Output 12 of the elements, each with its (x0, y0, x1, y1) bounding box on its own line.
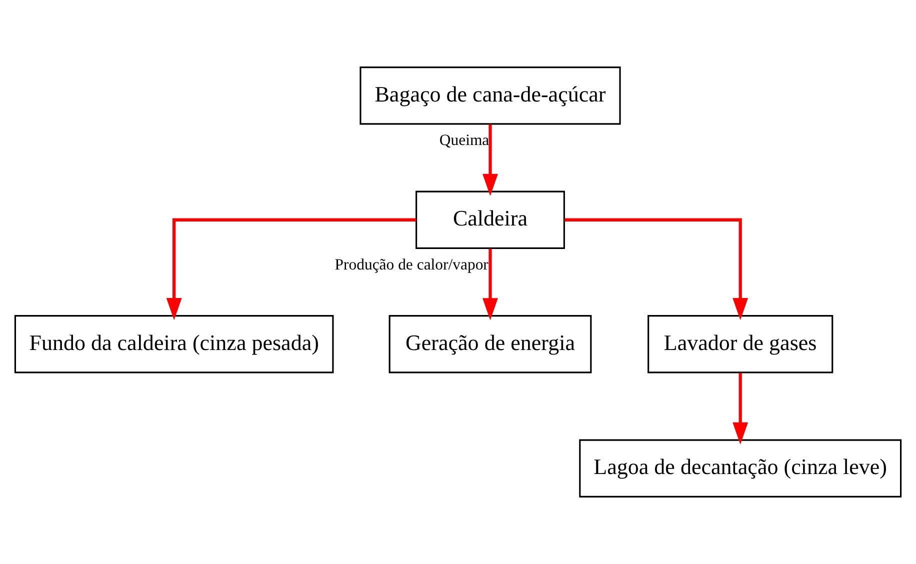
node-box: Fundo da caldeira (cinza pesada) (14, 315, 334, 374)
arrow (564, 218, 748, 320)
arrow (166, 218, 416, 320)
arrow (732, 372, 748, 444)
node-box: Caldeira (416, 190, 565, 249)
node-box: Geração de energia (388, 315, 592, 374)
node-box: Lavador de gases (648, 315, 834, 374)
node-box: Bagaço de cana-de-açúcar (360, 66, 621, 125)
arrow (482, 124, 498, 196)
edge-label: Produção de calor/vapor (334, 256, 488, 274)
arrow (482, 248, 498, 320)
node-box: Lagoa de decantação (cinza leve) (579, 439, 902, 498)
